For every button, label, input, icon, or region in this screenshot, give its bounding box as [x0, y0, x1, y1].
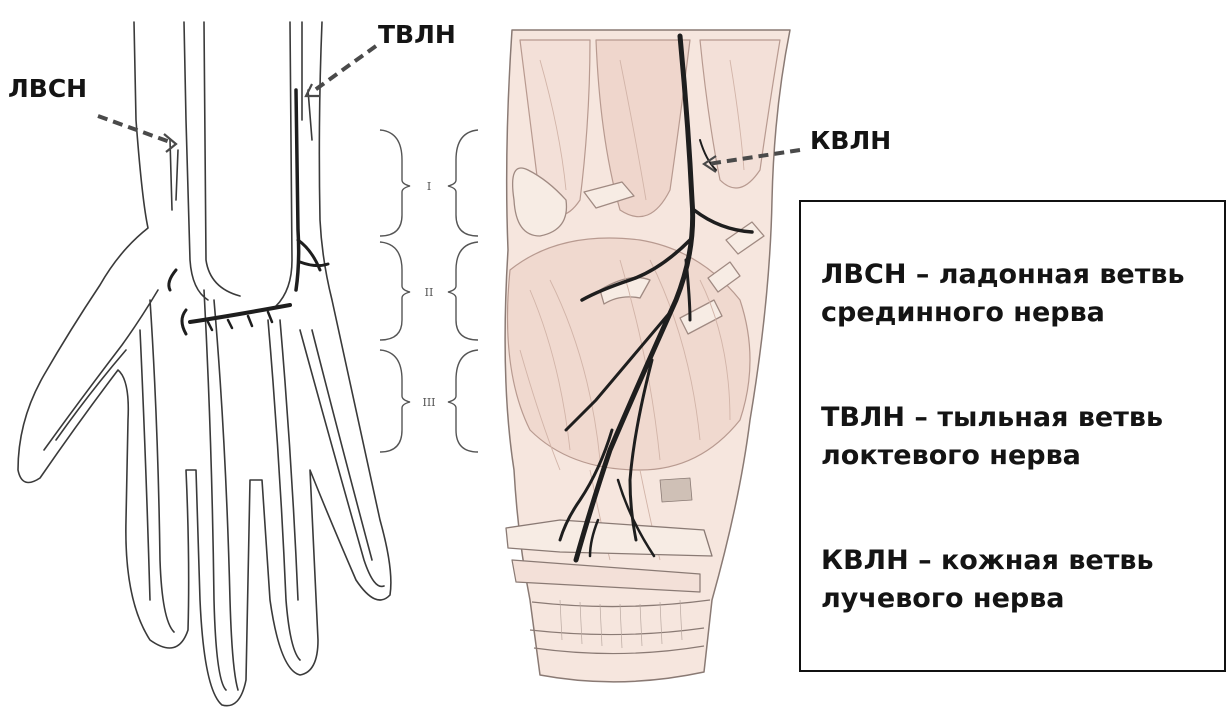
legend-line: КВЛН – кожная ветвь	[821, 542, 1226, 580]
legend-line: лучевого нерва	[821, 580, 1226, 618]
label-tvln: ТВЛН	[378, 22, 456, 47]
zone-mark-iii: III	[422, 396, 435, 409]
label-kvln: КВЛН	[810, 128, 891, 153]
hand-nerve-branches	[169, 90, 328, 334]
legend-line: ТВЛН – тыльная ветвь	[821, 399, 1226, 437]
zone-mark-ii: II	[425, 286, 434, 299]
legend-entry-kvln: КВЛН – кожная ветвь лучевого нерва	[821, 542, 1226, 618]
hand-outline-drawing	[18, 22, 391, 706]
legend-entry-lvsn: ЛВСН – ладонная ветвь срединного нерва	[821, 256, 1226, 332]
zone-mark-i: I	[427, 180, 431, 193]
label-lvsn: ЛВСН	[8, 76, 87, 101]
legend-entry-tvln: ТВЛН – тыльная ветвь локтевого нерва	[821, 399, 1226, 475]
legend-line: локтевого нерва	[821, 437, 1226, 475]
legend-line: срединного нерва	[821, 294, 1226, 332]
legend-line: ЛВСН – ладонная ветвь	[821, 256, 1226, 294]
legend-box: ЛВСН – ладонная ветвь срединного нерва Т…	[799, 200, 1226, 672]
forearm-muscle-drawing	[505, 30, 790, 682]
